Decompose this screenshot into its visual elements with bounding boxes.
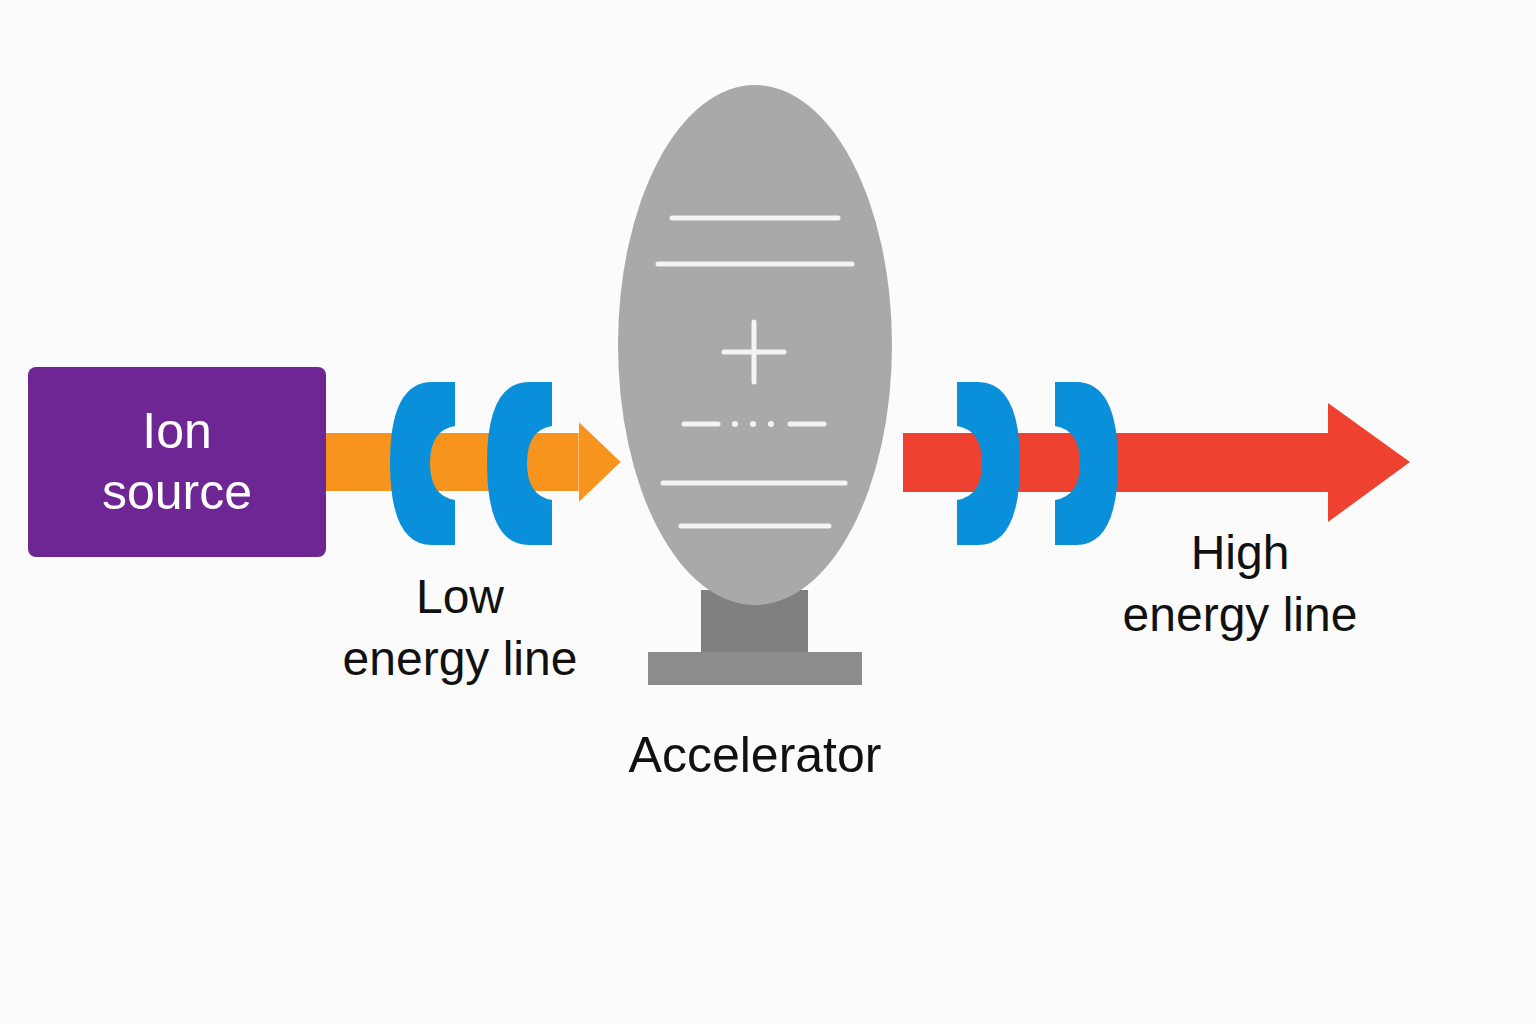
beamline-label: High energy line	[1090, 522, 1390, 646]
electrode-line	[790, 422, 824, 427]
node-label: Ion source	[72, 401, 282, 523]
electrode-dot	[768, 421, 774, 427]
electrode-line	[681, 524, 829, 529]
electrode-dot	[732, 421, 738, 427]
focusing-lens	[1055, 382, 1118, 545]
low-energy-beam	[326, 433, 579, 491]
electrode-line	[684, 422, 718, 427]
accelerator-vessel: Accelerator	[618, 85, 892, 605]
focusing-lens	[487, 382, 552, 545]
focusing-lens	[390, 382, 455, 545]
accelerator-outline	[618, 85, 892, 605]
accelerator-base	[648, 652, 862, 685]
electrode-line	[752, 322, 757, 382]
electrode-line	[658, 262, 852, 267]
accelerator-vessel-shape	[618, 85, 892, 605]
focusing-lens	[957, 382, 1020, 545]
ion-source-box: Ion source	[28, 367, 326, 557]
beamline-label: Low energy line	[310, 566, 610, 690]
electrode-line	[663, 481, 845, 486]
accelerator-label: Accelerator	[629, 725, 882, 786]
electrode-line	[672, 216, 838, 221]
electrode-dot	[750, 421, 756, 427]
